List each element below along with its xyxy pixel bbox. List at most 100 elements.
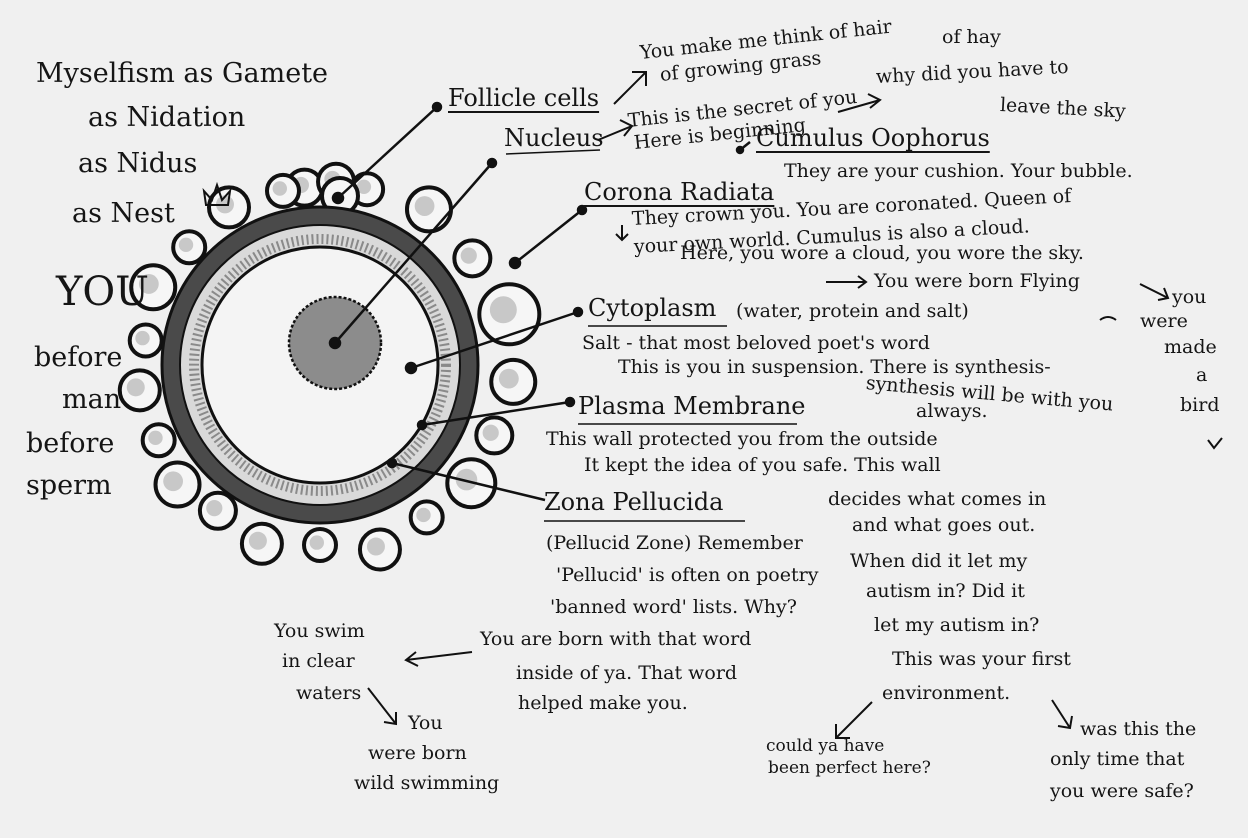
note-perfect-1: could ya have [766, 736, 885, 756]
note-cumulus-4: Here, you wore a cloud, you wore the sky… [680, 242, 1084, 264]
label-zona-pellucida: Zona Pellucida [544, 488, 724, 516]
follicle-cell-core [206, 500, 223, 517]
arrow-safe [1051, 699, 1073, 730]
you-heading: YOU [56, 269, 149, 315]
follicle-cell-ring [117, 161, 542, 572]
note-autism-4: This was your first [892, 648, 1071, 670]
follicle-cell-core [366, 537, 385, 556]
note-pellucid-5: inside of ya. That word [516, 662, 738, 684]
follicle-cell-core [309, 535, 324, 550]
follicle-cell-core [272, 181, 287, 196]
note-bird-2: were [1140, 310, 1188, 332]
arrow-sky [837, 93, 882, 113]
before-line-2: man [62, 384, 122, 415]
note-autism-3: let my autism in? [874, 614, 1040, 636]
title-line-1: Myselfism as Gamete [36, 58, 329, 89]
cytoplasm-note: (water, protein and salt) [736, 300, 969, 322]
title-line-3: as Nidus [78, 148, 198, 179]
arrow-perfect [835, 701, 873, 739]
note-bird-1: you [1172, 286, 1207, 308]
pointer-cytoplasm [410, 310, 579, 370]
follicle-cell-core [178, 237, 194, 253]
crown-icon [202, 181, 232, 206]
follicle-cell-core [248, 531, 267, 550]
pointer-corona [514, 209, 583, 264]
arrow-secret [597, 119, 634, 141]
follicle-cell-core [135, 330, 150, 346]
label-cytoplasm: Cytoplasm [588, 294, 717, 322]
before-line-4: sperm [26, 470, 112, 501]
follicle-cell-core [460, 247, 477, 264]
note-pellucid-3: 'banned word' lists. Why? [550, 596, 797, 618]
note-pellucid-1: (Pellucid Zone) Remember [546, 532, 803, 554]
follicle-cell-core [148, 430, 163, 446]
title-line-2: as Nidation [88, 102, 246, 133]
title-line-4: as Nest [72, 198, 175, 229]
label-cumulus-oophorus: Cumulus Oophorus [756, 124, 990, 152]
follicle-cell-core [498, 368, 519, 389]
note-swim-2: in clear [282, 650, 355, 672]
arrow-hair [613, 71, 647, 105]
note-safe-1: was this the [1080, 718, 1197, 740]
note-bird-3: made [1164, 336, 1217, 358]
follicle-cell-core [138, 274, 159, 294]
note-wild-2: were born [368, 742, 467, 764]
note-wild-3: wild swimming [354, 772, 500, 794]
note-autism-2: autism in? Did it [866, 580, 1025, 602]
tilde-mark [1099, 316, 1117, 321]
arrow-bird [1139, 283, 1170, 301]
arrow-wild [367, 687, 397, 726]
before-line-1: before [34, 342, 123, 373]
note-hair-3: of hay [942, 26, 1001, 48]
note-wild-1: You [408, 712, 443, 734]
before-line-3: before [26, 428, 115, 459]
follicle-cell-core [489, 296, 517, 324]
pointer-plasma [421, 400, 571, 427]
arrow-crown [615, 225, 629, 242]
follicle-cell-core [416, 507, 431, 523]
follicle-cell-core [126, 378, 145, 397]
arrow-flying [826, 275, 868, 289]
extra-underlines [505, 149, 797, 522]
label-follicle-cells: Follicle cells [448, 84, 600, 112]
label-nucleus: Nucleus [504, 124, 604, 152]
note-swim-1: You swim [274, 620, 365, 642]
pointer-follicle [337, 106, 438, 199]
pointer-lines [328, 101, 751, 502]
note-bird-5: bird [1180, 394, 1220, 416]
pointer-nucleus [334, 162, 493, 344]
note-swim-3: waters [296, 682, 362, 704]
note-salt-2: This is you in suspension. There is synt… [618, 356, 1051, 378]
note-salt-4: always. [916, 400, 988, 422]
note-autism-5: environment. [882, 682, 1011, 704]
note-perfect-2: been perfect here? [768, 758, 931, 778]
arrows [367, 71, 1223, 739]
note-wall-4: and what goes out. [852, 514, 1036, 536]
note-pellucid-6: helped make you. [518, 692, 688, 714]
pointer-zona [391, 461, 546, 502]
note-wall-2: It kept the idea of you safe. This wall [584, 454, 941, 476]
note-born-flying: You were born Flying [874, 270, 1080, 292]
note-wall-1: This wall protected you from the outside [546, 428, 938, 450]
note-bird-4: a [1196, 364, 1208, 386]
label-corona-radiata: Corona Radiata [584, 178, 775, 206]
follicle-cell-core [163, 471, 184, 492]
follicle-cell-core [356, 179, 372, 195]
note-salt-1: Salt - that most beloved poet's word [582, 332, 930, 354]
note-pellucid-4: You are born with that word [480, 628, 752, 650]
membrane-texture [189, 234, 451, 496]
arrow-swim [404, 651, 473, 667]
note-wall-3: decides what comes in [828, 488, 1047, 510]
note-cumulus-1: They are your cushion. Your bubble. [784, 160, 1133, 182]
follicle-cell-core [455, 468, 478, 491]
label-plasma-membrane: Plasma Membrane [578, 392, 806, 420]
note-safe-3: you were safe? [1050, 780, 1194, 802]
follicle-cell-core [414, 196, 435, 216]
note-pellucid-2: 'Pellucid' is often on poetry [556, 564, 819, 586]
note-safe-2: only time that [1050, 748, 1185, 770]
follicle-cell-core [482, 424, 499, 441]
tick-mark [1207, 437, 1223, 450]
note-autism-1: When did it let my [850, 550, 1028, 572]
